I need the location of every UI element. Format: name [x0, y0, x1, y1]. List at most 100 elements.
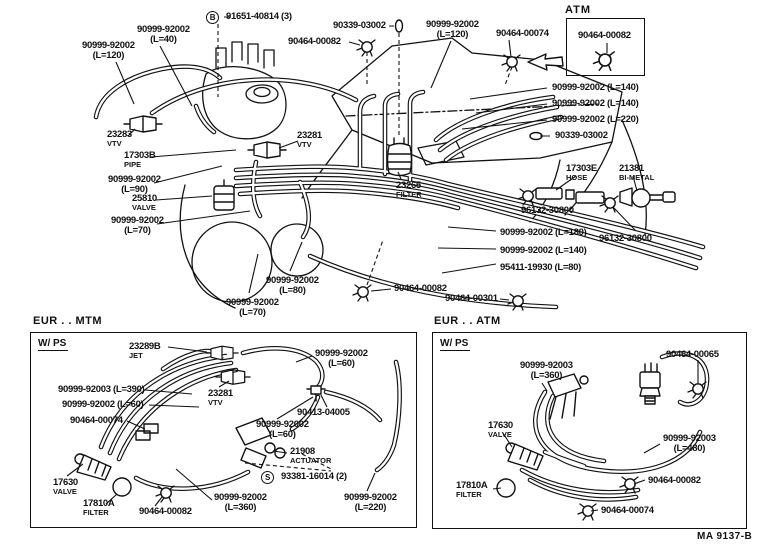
part-name: VTV [208, 398, 223, 407]
part-name: FILTER [396, 190, 422, 199]
part-length: (L=360) [224, 502, 257, 513]
part-number: 25810 [132, 193, 157, 204]
part-label: 90464-00082 [139, 507, 192, 517]
part-number: 17810A [456, 480, 488, 491]
part-number: 21381 [619, 163, 644, 174]
part-number: 90999-92002 [266, 275, 319, 286]
part-number: 21908 [290, 446, 315, 457]
part-name: FILTER [456, 490, 482, 499]
part-length: (L=40) [150, 34, 177, 45]
part-label: 90999-92002 (L=140) [500, 245, 587, 256]
part-label: 90464-00082 [394, 284, 447, 294]
part-number: 90464-00082 [394, 283, 447, 294]
part-label: 90464-00082 [648, 476, 701, 486]
part-length: (L=70) [124, 225, 151, 236]
part-number: 90999-92002 [426, 19, 479, 30]
part-label: 90999-92002(L=70) [111, 216, 164, 236]
part-label: 90999-92002(L=60) [256, 420, 309, 440]
part-number: 90464-00065 [666, 349, 719, 360]
document-code: MA 9137-B [697, 531, 753, 542]
part-length: (L=120) [436, 29, 469, 40]
part-length: (L=120) [92, 50, 125, 61]
panel-atm-option: W/ PS [440, 338, 471, 351]
part-label: 90999-92002 (L=140) [552, 99, 639, 109]
part-number: 90339-03002 [333, 20, 386, 31]
part-label: 90339-03002 [333, 21, 386, 31]
part-label: 90999-92003(L=480) [663, 434, 716, 454]
panel-mtm-title: EUR . . MTM [33, 315, 103, 327]
part-number: 90999-92002 [226, 297, 279, 308]
part-number: 96132-30800 [521, 205, 574, 216]
panel-atm-title: EUR . . ATM [434, 315, 501, 327]
panel-mtm-option: W/ PS [38, 338, 69, 351]
part-label: 90999-92002(L=70) [226, 298, 279, 318]
part-number: 90999-92002 [108, 174, 161, 185]
part-number: 90999-92002 [82, 40, 135, 51]
part-label: 90999-92002(L=360) [214, 493, 267, 513]
part-number: 90999-92003 [663, 433, 716, 444]
part-name: VALVE [488, 430, 512, 439]
part-name: HOSE [566, 173, 588, 182]
part-label: 90999-92002(L=60) [315, 349, 368, 369]
part-number: 90999-92002 [315, 348, 368, 359]
part-number: 17303E [566, 163, 597, 174]
part-label: 90999-92003(L=360) [520, 361, 573, 381]
part-label: 90999-92002(L=120) [82, 41, 135, 61]
part-number: 90999-92002 [214, 492, 267, 503]
part-name: ACTUATOR [290, 456, 332, 465]
part-number: 90464-00082 [139, 506, 192, 517]
part-number: 90464-00074 [496, 28, 549, 39]
part-label: 90464-00301 [445, 294, 498, 304]
part-label: 90999-92003 (L=390) [58, 384, 145, 395]
part-number: 23265 [396, 180, 421, 191]
part-number: 23281 [208, 388, 233, 399]
inset-atm-title: ATM [565, 4, 592, 16]
part-label: 90464-00074 [70, 416, 123, 426]
part-label: 90339-03002 [555, 131, 608, 141]
part-number: 90999-92002 (L=140) [552, 82, 639, 93]
part-label: 90464-00074 [601, 506, 654, 516]
part-name: JET [129, 351, 143, 360]
part-name: VTV [107, 139, 122, 148]
panel-atm-box [432, 332, 747, 529]
part-length: (L=70) [239, 307, 266, 318]
part-number: 90999-92002 [137, 24, 190, 35]
part-number: 23281 [297, 130, 322, 141]
part-number: 90413-04005 [297, 407, 350, 418]
circled-letter: B [206, 11, 219, 24]
part-length: (L=90) [121, 184, 148, 195]
part-number: 96132-30800 [599, 233, 652, 244]
part-label: 96132-30800 [599, 234, 652, 244]
part-label: 90999-92002 (L=60) [62, 400, 144, 410]
part-label: 90464-00082 [578, 31, 631, 41]
part-number: 90999-92002 [256, 419, 309, 430]
part-number: 90339-03002 [555, 130, 608, 141]
part-label: 95411-19930 (L=80) [500, 263, 581, 273]
part-number: 95411-19930 (L=80) [500, 262, 581, 273]
part-name: VALVE [132, 203, 156, 212]
part-number: 90999-92002 (L=220) [552, 114, 639, 125]
part-number: 91651-40814 (3) [226, 11, 292, 22]
part-number: 90464-00082 [578, 30, 631, 41]
part-number: 90464-00074 [70, 415, 123, 426]
part-number: 90464-00082 [288, 36, 341, 47]
part-number: 90999-92003 (L=390) [58, 384, 145, 395]
part-number: 17630 [53, 477, 78, 488]
part-number: 90999-92002 (L=140) [500, 245, 587, 256]
part-number: 90464-00082 [648, 475, 701, 486]
part-label: 90464-00082 [288, 37, 341, 47]
part-number: 90999-92003 [520, 360, 573, 371]
part-label: 90413-04005 [297, 408, 350, 418]
part-number: 90464-00074 [601, 505, 654, 516]
part-name: VALVE [53, 487, 77, 496]
